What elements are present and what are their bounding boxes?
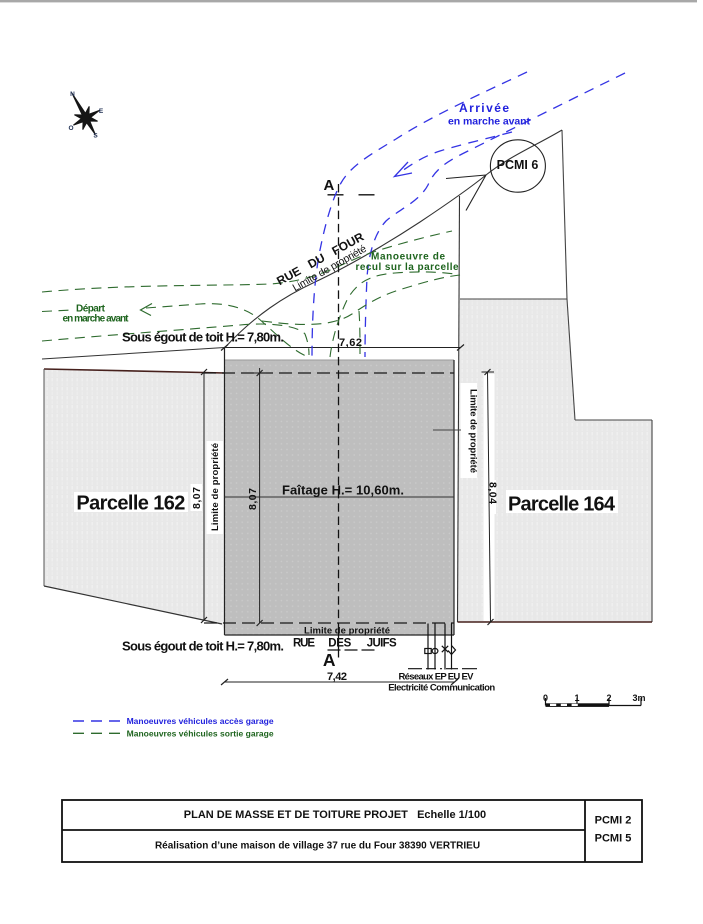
svg-text:PCMI 6: PCMI 6 — [497, 158, 539, 172]
svg-text:recul sur la parcelle: recul sur la parcelle — [356, 262, 459, 273]
svg-text:JUIFS: JUIFS — [367, 638, 397, 650]
svg-text:1: 1 — [574, 693, 579, 703]
svg-text:Electricité Communication: Electricité Communication — [388, 683, 495, 694]
svg-text:8,07: 8,07 — [247, 488, 259, 510]
svg-text:PCMI 5: PCMI 5 — [595, 833, 632, 845]
svg-text:Manoeuvres véhicules sortie ga: Manoeuvres véhicules sortie garage — [127, 728, 274, 738]
svg-text:S: S — [93, 133, 98, 140]
svg-text:Manoeuvres véhicules accès gar: Manoeuvres véhicules accès garage — [127, 716, 274, 726]
svg-text:Limite de propriété: Limite de propriété — [210, 443, 221, 531]
svg-text:Sous égout de toit H.= 7,80m.: Sous égout de toit H.= 7,80m. — [122, 330, 284, 345]
svg-text:Arrivée: Arrivée — [459, 101, 509, 115]
svg-text:RUE: RUE — [293, 638, 315, 650]
svg-text:Parcelle 164: Parcelle 164 — [508, 494, 616, 516]
svg-text:Manoeuvre de: Manoeuvre de — [371, 252, 445, 263]
svg-text:Sous égout de toit H.= 7,80m.: Sous égout de toit H.= 7,80m. — [122, 639, 284, 654]
svg-text:en marche avant: en marche avant — [63, 313, 130, 324]
svg-text:Réalisation d’une maison de vi: Réalisation d’une maison de village 37 r… — [155, 841, 480, 852]
svg-text:PLAN DE MASSE ET DE TOITURE PR: PLAN DE MASSE ET DE TOITURE PROJET Echel… — [184, 809, 486, 821]
svg-text:0: 0 — [543, 693, 548, 703]
svg-text:DES: DES — [328, 638, 351, 650]
svg-text:Réseaux EP EU EV: Réseaux EP EU EV — [399, 672, 475, 683]
svg-text:O: O — [68, 125, 73, 132]
svg-text:PCMI 2: PCMI 2 — [595, 815, 632, 827]
svg-text:A: A — [324, 177, 335, 194]
svg-text:en marche avant: en marche avant — [448, 116, 531, 128]
svg-text:A: A — [323, 650, 336, 670]
svg-text:Parcelle 162: Parcelle 162 — [76, 493, 185, 515]
svg-text:8,04: 8,04 — [487, 482, 499, 504]
svg-text:Départ: Départ — [76, 304, 106, 315]
svg-text:3m: 3m — [632, 693, 645, 703]
svg-text:Faîtage H.= 10,60m.: Faîtage H.= 10,60m. — [282, 483, 404, 498]
svg-text:2: 2 — [606, 693, 611, 703]
svg-text:7,42: 7,42 — [327, 671, 347, 683]
svg-text:E: E — [99, 108, 104, 115]
svg-text:Limite de propriété: Limite de propriété — [304, 626, 390, 637]
svg-text:7,62: 7,62 — [339, 337, 362, 349]
svg-text:8,07: 8,07 — [191, 487, 203, 509]
svg-text:Limite de propriété: Limite de propriété — [468, 389, 479, 473]
svg-text:N: N — [70, 91, 75, 98]
